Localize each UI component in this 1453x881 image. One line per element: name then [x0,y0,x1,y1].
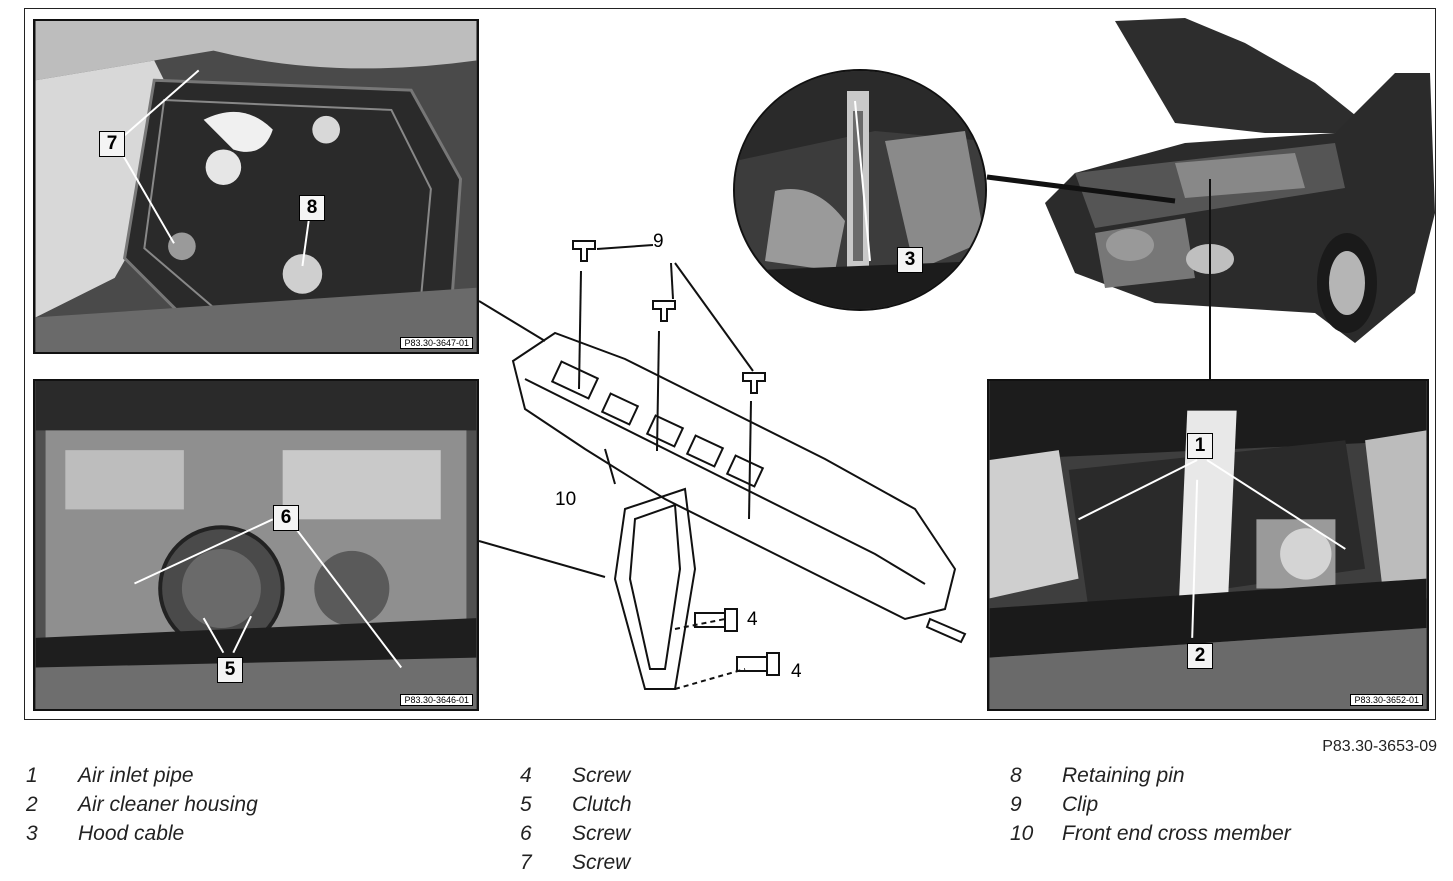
legend-number: 9 [1010,793,1022,816]
screw-part [766,652,780,676]
legend-item: 8 Retaining pin [1010,764,1430,793]
legend-item: 5 Clutch [520,793,920,822]
photo-bottom-left-image [35,381,477,709]
legend-column-1: 1 Air inlet pipe 2 Air cleaner housing 3… [26,764,446,851]
legend-number: 2 [26,793,38,816]
beam-cutout [600,392,640,426]
legend-column-2: 4 Screw 5 Clutch 6 Screw 7 Screw [520,764,920,880]
photo-bottom-right: 1 2 P83.30-3652-01 [987,379,1429,711]
legend-number: 10 [1010,822,1034,845]
beam-cutout [725,454,765,488]
legend-text: Air cleaner housing [78,793,258,816]
leader-line [478,540,606,578]
legend-number: 7 [520,851,532,874]
bracket-inner [628,503,682,670]
photo-code: P83.30-3646-01 [400,694,473,706]
label-4-lower: 4 [791,661,802,682]
label-9: 9 [653,231,664,252]
label-4-upper: 4 [747,609,758,630]
legend-column-3: 8 Retaining pin 9 Clip 10 Front end cros… [1010,764,1430,851]
legend-text: Retaining pin [1062,764,1185,787]
leader-line [478,300,546,342]
leader-line [748,400,752,520]
legend-number: 5 [520,793,532,816]
legend-text: Screw [572,851,631,874]
photo-car [1035,13,1435,363]
beam-cutout [645,414,685,448]
leader-line [656,330,660,452]
cross-member-edge [524,378,926,585]
legend-item: 6 Screw [520,822,920,851]
legend-number: 3 [26,822,38,845]
legend-number: 8 [1010,764,1022,787]
legend-text: Screw [572,822,631,845]
car-image [1045,18,1435,343]
beam-cutout [685,434,725,468]
legend-text: Air inlet pipe [78,764,194,787]
photo-bottom-right-image [989,381,1427,709]
callout-1: 1 [1187,433,1213,459]
legend-item: 3 Hood cable [26,822,446,851]
cross-member-outline [511,331,957,621]
legend-item: 2 Air cleaner housing [26,793,446,822]
callout-5: 5 [217,657,243,683]
clip-part [652,300,676,322]
legend-number: 6 [520,822,532,845]
legend-number: 4 [520,764,532,787]
photo-bottom-left: 6 5 P83.30-3646-01 [33,379,479,711]
clip-part [572,240,596,262]
photo-code: P83.30-3652-01 [1350,694,1423,706]
photo-top-left-image [35,21,477,352]
legend-item: 7 Screw [520,851,920,880]
leader-line [670,262,674,300]
figure-code: P83.30-3653-09 [1322,738,1437,755]
callout-7: 7 [99,131,125,157]
legend-item: 9 Clip [1010,793,1430,822]
photo-circle-detail: 3 [733,69,987,311]
callout-2: 2 [1187,643,1213,669]
screw-part [724,608,738,632]
legend-text: Front end cross member [1062,822,1291,845]
leader-line [674,668,746,690]
legend-number: 1 [26,764,38,787]
callout-8: 8 [299,195,325,221]
legend-text: Hood cable [78,822,185,845]
cross-member-drawing [478,174,1211,690]
legend-item: 10 Front end cross member [1010,822,1430,851]
pin-part [925,617,967,644]
beam-cutout [550,360,600,400]
legend-text: Clutch [572,793,632,816]
legend-text: Clip [1062,793,1099,816]
figure-frame: 7 8 P83.30-3647-01 6 5 P83.30-3646-01 [24,8,1436,720]
screw-part [736,656,768,672]
leader-line [674,262,754,372]
bracket-outline [613,487,697,690]
label-10: 10 [555,489,577,510]
callout-3: 3 [897,247,923,273]
callout-6: 6 [273,505,299,531]
photo-top-left: 7 8 P83.30-3647-01 [33,19,479,354]
legend-item: 1 Air inlet pipe [26,764,446,793]
leader-line [604,448,616,485]
clip-part [742,372,766,394]
leader-line [596,244,654,250]
legend-item: 4 Screw [520,764,920,793]
circle-detail-image [735,71,985,309]
legend-text: Screw [572,764,631,787]
photo-code: P83.30-3647-01 [400,337,473,349]
leader-line [986,174,1176,204]
